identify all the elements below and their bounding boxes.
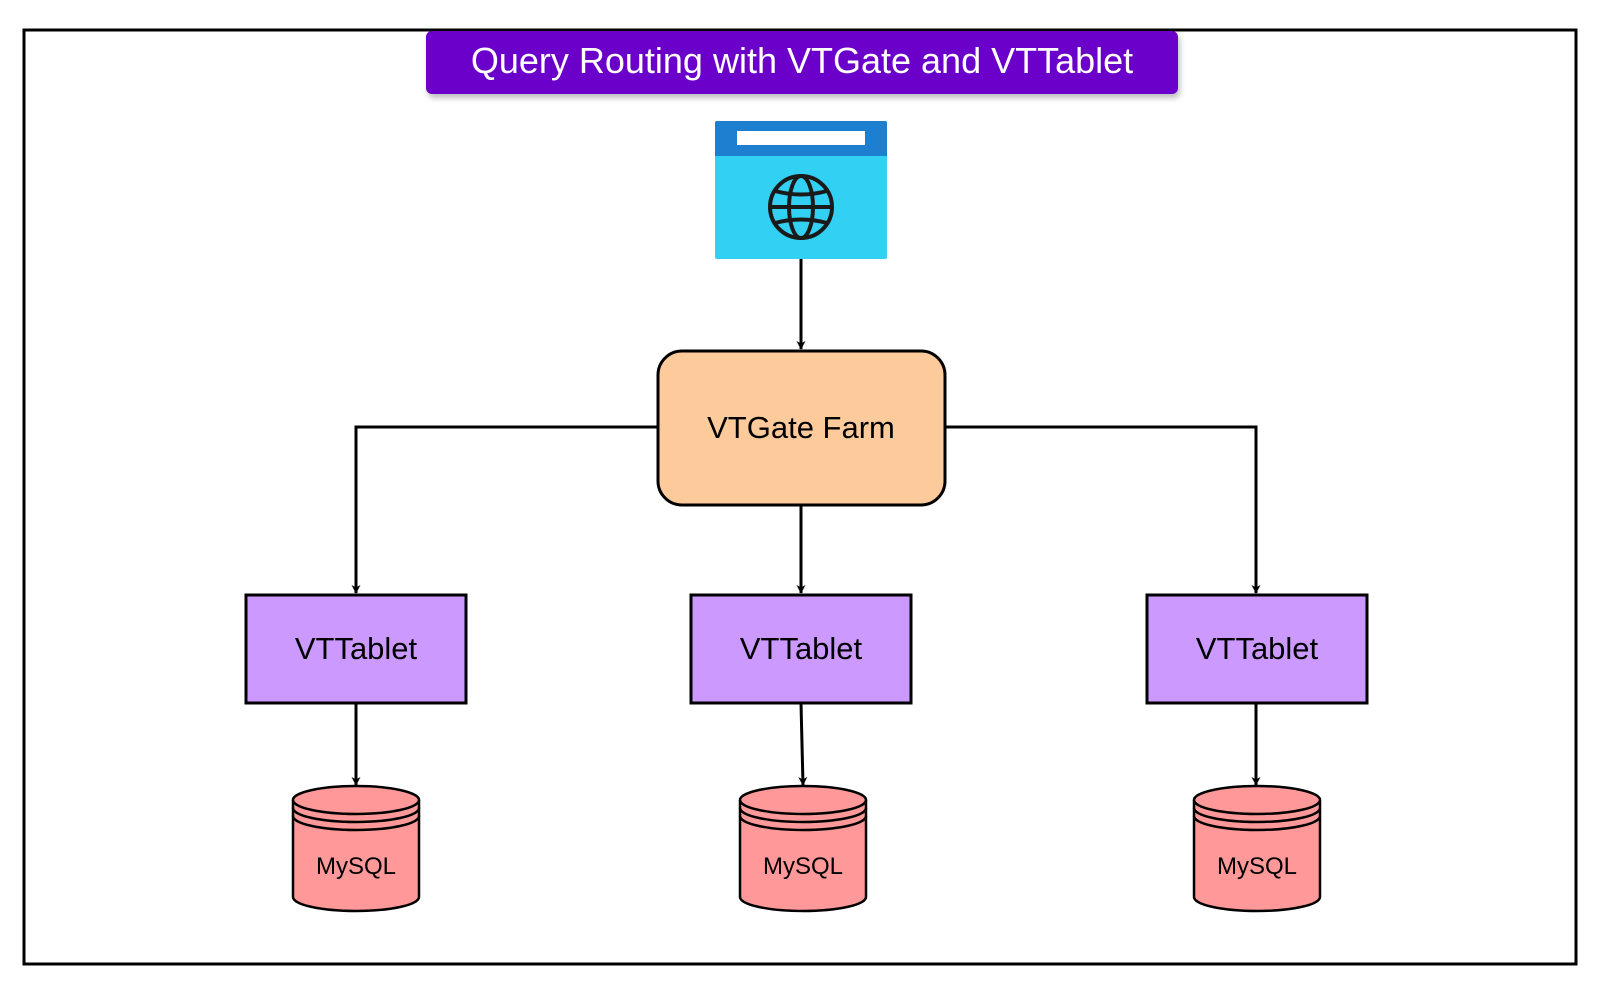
title-banner-background: [426, 31, 1178, 94]
connectors: [351, 259, 1261, 786]
vttablet-node-2: VTTablet: [689, 593, 913, 705]
mysql-label-3: MySQL: [1217, 853, 1297, 880]
mysql-label-2: MySQL: [763, 853, 843, 880]
vttablet-node-1: VTTablet: [244, 593, 468, 705]
arrow-vtgate-to-vttablet-1: [351, 425, 658, 594]
globe-icon: [768, 174, 834, 240]
arrow-vtgate-to-vttablet-3: [945, 425, 1261, 594]
vttablet-box-3: [1145, 593, 1369, 705]
mysql-label-1: MySQL: [316, 853, 396, 880]
vttablet-box-1: [244, 593, 468, 705]
mysql-database-2: MySQL: [738, 784, 868, 913]
database-cylinder-icon: [738, 784, 868, 913]
vtgate-farm-box: [656, 349, 947, 507]
vttablet-label-3: VTTablet: [1196, 631, 1319, 666]
mysql-database-1: MySQL: [291, 784, 421, 913]
mysql-database-3: MySQL: [1192, 784, 1322, 913]
vtgate-farm-label: VTGate Farm: [707, 410, 895, 445]
diagram-title: Query Routing with VTGate and VTTablet: [471, 40, 1133, 81]
vttablet-box-2: [689, 593, 913, 705]
vttablet-label-1: VTTablet: [295, 631, 418, 666]
database-cylinder-icon: [291, 784, 421, 913]
title-banner: Query Routing with VTGate and VTTablet: [426, 31, 1178, 94]
vtgate-farm-node: VTGate Farm: [656, 349, 947, 507]
arrow-vttablet-2-to-mysql-2: [798, 702, 808, 786]
web-browser-globe-icon: [715, 121, 887, 259]
browser-address-bar: [737, 131, 865, 145]
vttablet-label-2: VTTablet: [740, 631, 863, 666]
database-cylinder-icon: [1192, 784, 1322, 913]
vttablet-node-3: VTTablet: [1145, 593, 1369, 705]
